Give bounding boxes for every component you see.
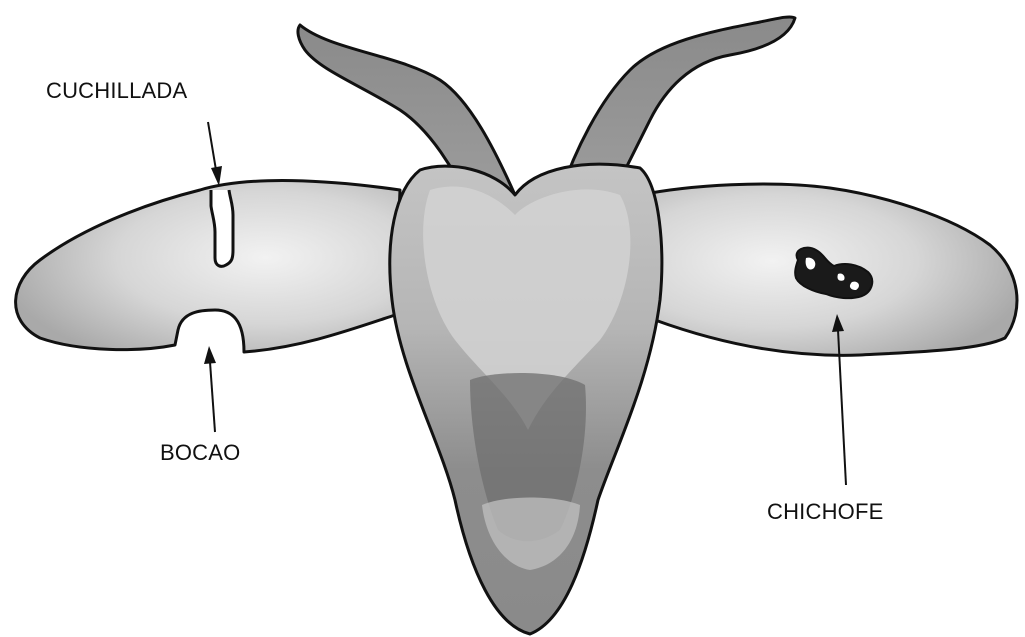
label-chichofe: CHICHOFE xyxy=(767,499,884,524)
left-ear xyxy=(16,181,400,352)
label-cuchillada: CUCHILLADA xyxy=(46,78,187,103)
ear-cut-slit xyxy=(211,190,233,266)
arrow-pointer-icon xyxy=(208,122,222,186)
label-bocao: BOCAO xyxy=(160,440,240,465)
arrow-pointer-icon xyxy=(204,346,216,432)
